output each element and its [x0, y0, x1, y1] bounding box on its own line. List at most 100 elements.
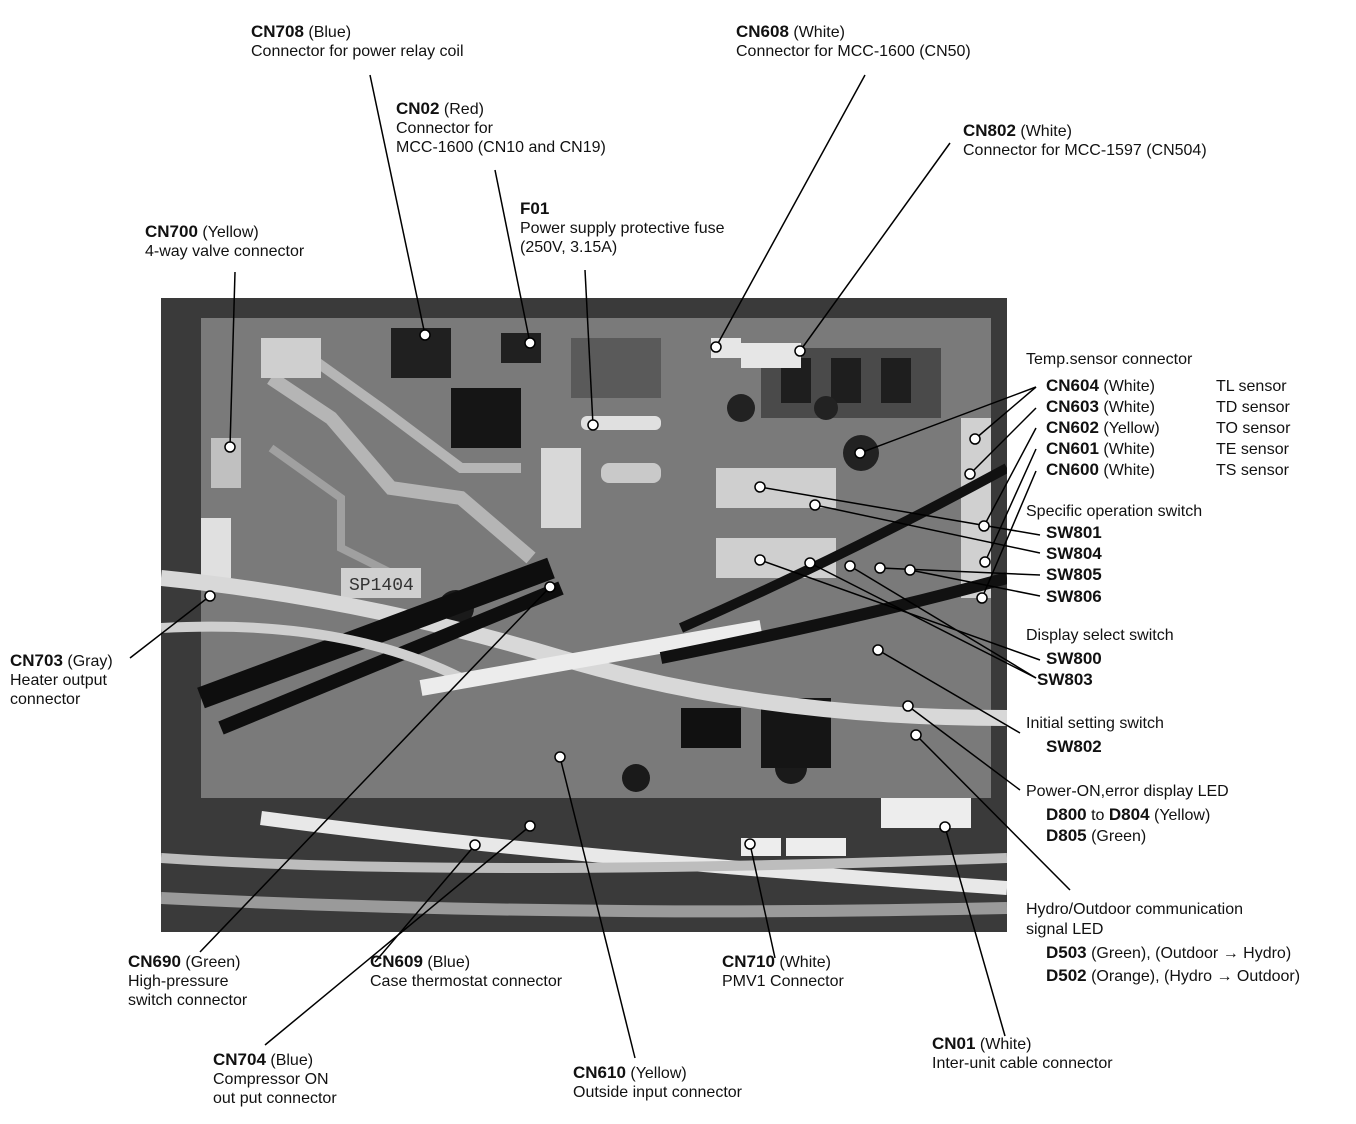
sp1404-text: SP1404 [349, 576, 414, 596]
sw804-text: SW804 [1046, 544, 1102, 563]
temp-row-cn601: CN601 (White) [1046, 439, 1155, 459]
sw804: SW804 [1046, 544, 1102, 564]
relay-cn708 [451, 388, 521, 448]
label-cn708: CN708 (Blue) Connector for power relay c… [251, 22, 464, 61]
sw803-text: SW803 [1037, 670, 1093, 689]
temp-row-cn600: CN600 (White) [1046, 460, 1155, 480]
cn600-color: (White) [1103, 462, 1155, 479]
cn703-desc1: Heater output [10, 672, 107, 689]
cn704-desc1: Compressor ON [213, 1071, 329, 1088]
label-cn608: CN608 (White) Connector for MCC-1600 (CN… [736, 22, 971, 61]
cn703-id: CN703 [10, 651, 63, 670]
pmv-connector [786, 838, 846, 856]
cn704-id: CN704 [213, 1050, 266, 1069]
cn601-color: (White) [1103, 441, 1155, 458]
cn700-color: (Yellow) [202, 224, 259, 241]
cn600-id: CN600 [1046, 460, 1099, 479]
f01-desc2: (250V, 3.15A) [520, 239, 618, 256]
cn02-desc1: Connector for [396, 120, 493, 137]
f01-id: F01 [520, 199, 550, 218]
cn703-color: (Gray) [67, 653, 113, 670]
cn708-id: CN708 [251, 22, 304, 41]
specific-heading: Specific operation switch [1026, 503, 1203, 520]
label-cn700: CN700 (Yellow) 4-way valve connector [145, 222, 304, 261]
cn700-desc: 4-way valve connector [145, 243, 305, 260]
label-cn02: CN02 (Red) Connector for MCC-1600 (CN10 … [396, 99, 606, 157]
cn610-color: (Yellow) [630, 1065, 687, 1082]
pcb-photo: SP1404 [161, 298, 1007, 932]
cn604-id: CN604 [1046, 376, 1099, 395]
cn604-sensor: TL sensor [1216, 378, 1287, 395]
d502-desc: (Orange), (Hydro → Outdoor) [1091, 968, 1301, 985]
cn708-color: (Blue) [308, 24, 352, 41]
cn704-desc2: out put connector [213, 1090, 337, 1107]
cn601-id: CN601 [1046, 439, 1099, 458]
sw802-text: SW802 [1046, 737, 1102, 756]
d805-text: D805 [1046, 826, 1087, 845]
temp-sensor-connectors [961, 418, 991, 598]
d503-text: D503 [1046, 943, 1087, 962]
pcb-illustration: SP1404 [161, 298, 1007, 932]
cn710-id: CN710 [722, 952, 775, 971]
sw802: SW802 [1046, 737, 1102, 757]
label-cn609: CN609 (Blue) Case thermostat connector [370, 952, 562, 991]
d502-text: D502 [1046, 966, 1087, 985]
cn01-id: CN01 [932, 1034, 976, 1053]
cn710-desc: PMV1 Connector [722, 973, 844, 990]
ic-lower [681, 708, 741, 748]
cn708-desc: Connector for power relay coil [251, 43, 464, 60]
cn703-area [201, 518, 231, 578]
cn601-sensor: TE sensor [1216, 441, 1289, 458]
temp-row-cn604: CN604 (White) [1046, 376, 1155, 396]
cn690-desc1: High-pressure [128, 973, 229, 990]
cn802-id: CN802 [963, 121, 1016, 140]
cn802-connector [741, 343, 801, 368]
cn603-id: CN603 [1046, 397, 1099, 416]
hydro-d502: D502 (Orange), (Hydro → Outdoor) [1046, 966, 1300, 986]
d804-text: D804 [1108, 805, 1150, 824]
cn600-sensor: TS sensor [1216, 462, 1289, 479]
temp-row-cn602: CN602 (Yellow) [1046, 418, 1160, 438]
display-heading: Display select switch [1026, 627, 1174, 644]
sw801-text: SW801 [1046, 523, 1102, 542]
cn610-id: CN610 [573, 1063, 626, 1082]
hydro-d503: D503 (Green), (Outdoor → Hydro) [1046, 943, 1291, 963]
cn609-color: (Blue) [427, 954, 471, 971]
cn02-desc2: MCC-1600 (CN10 and CN19) [396, 139, 606, 156]
d800-text: D800 [1046, 805, 1087, 824]
sw806-text: SW806 [1046, 587, 1102, 606]
initial-heading: Initial setting switch [1026, 715, 1164, 732]
hydro-heading-1: Hydro/Outdoor communication [1026, 901, 1243, 918]
label-cn802: CN802 (White) Connector for MCC-1597 (CN… [963, 121, 1207, 160]
sw801: SW801 [1046, 523, 1102, 543]
power-led-d800-d804: D800 to D804 (Yellow) [1046, 805, 1210, 825]
marking-sp1404 [341, 568, 421, 598]
d804-color: (Yellow) [1153, 807, 1211, 824]
temp-sensor-heading: Temp.sensor connector [1026, 351, 1193, 368]
cn704-color: (Blue) [270, 1052, 314, 1069]
cn603-color: (White) [1103, 399, 1155, 416]
cn690-id: CN690 [128, 952, 181, 971]
power-led-heading: Power-ON,error display LED [1026, 783, 1229, 800]
relay-label-area [261, 338, 321, 378]
cn609-id: CN609 [370, 952, 423, 971]
sw800: SW800 [1046, 649, 1102, 669]
resistor [601, 463, 661, 483]
d503-desc: (Green), (Outdoor → Hydro) [1091, 945, 1292, 962]
f01-desc1: Power supply protective fuse [520, 220, 725, 237]
cn608-id: CN608 [736, 22, 789, 41]
cn02-connector [501, 333, 541, 363]
label-cn01: CN01 (White) Inter-unit cable connector [932, 1034, 1113, 1073]
cn603-sensor: TD sensor [1216, 399, 1290, 416]
sw806: SW806 [1046, 587, 1102, 607]
fuse-area [571, 338, 661, 398]
sw805-text: SW805 [1046, 565, 1102, 584]
cn02-id: CN02 [396, 99, 440, 118]
cn02-color: (Red) [443, 101, 484, 118]
label-f01: F01 Power supply protective fuse (250V, … [520, 199, 725, 257]
cn01-connector [881, 798, 971, 828]
cn609-desc: Case thermostat connector [370, 973, 563, 990]
sw803: SW803 [1037, 670, 1093, 690]
cn703-desc2: connector [10, 691, 81, 708]
